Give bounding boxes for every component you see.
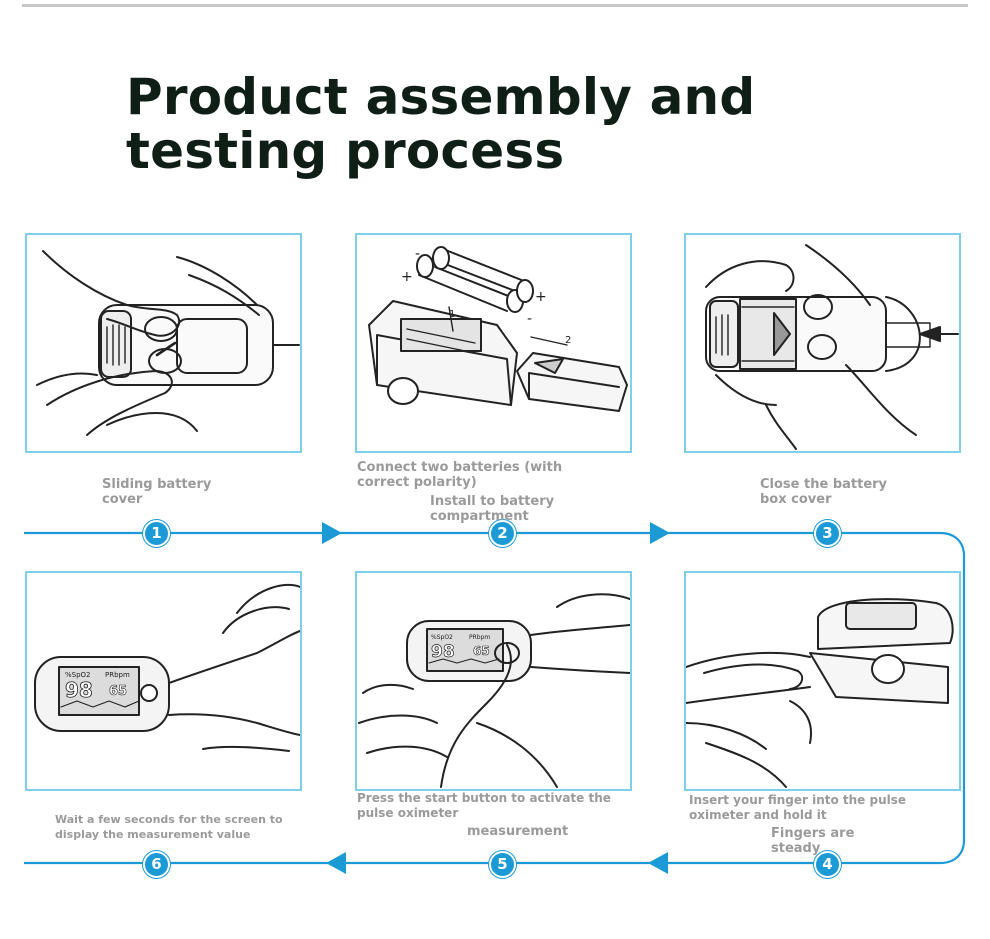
panel5-pr-value: 65 [473,644,490,658]
minus-bottom-label: - [527,311,532,327]
minus-top-label: - [415,246,420,262]
step-6-illustration: %SpO2 PRbpm 98 65 [25,571,302,791]
step-3-illustration [684,233,961,453]
step-1-illustration [25,233,302,453]
step-2-label: Install to battery compartment [430,494,555,524]
panel5-prbpm-label: PRbpm [469,634,490,641]
step-1-label: Sliding battery cover [102,477,212,507]
step-2-sublabel: Connect two batteries (with correct pola… [357,460,563,490]
step-6-label: Wait a few seconds for the screen to dis… [55,813,283,841]
step-5-label: measurement [467,824,569,839]
step-badge-2: 2 [489,520,516,547]
step-4-illustration [684,571,961,791]
display-prbpm-label: PRbpm [105,671,130,679]
arrow-left-1-icon [648,852,668,874]
part-2-label: 2 [565,335,571,346]
arrow-left-2-icon [326,852,346,874]
display-pr-value: 65 [109,684,127,699]
step-3-label: Close the battery box cover [760,477,888,507]
step-2-illustration: - + + - 1 2 [355,233,632,453]
step-badge-3: 3 [814,520,841,547]
panel5-spo2-label: %SpO2 [431,634,453,641]
panel5-spo2-value: 98 [431,642,455,662]
arrow-right-1-icon [322,522,342,544]
plus-left-label: + [401,269,413,285]
step-4-label: Fingers are steady [771,826,855,856]
plus-right-label: + [535,289,547,305]
display-spo2-label: %SpO2 [65,671,91,679]
page-title: Product assembly and testing process [126,68,756,180]
top-divider [22,4,968,7]
step-badge-5: 5 [489,851,516,878]
step-5-illustration: %SpO2 PRbpm 98 65 [355,571,632,791]
arrow-right-2-icon [650,522,670,544]
step-badge-1: 1 [143,520,170,547]
step-badge-6: 6 [143,851,170,878]
step-4-sublabel: Insert your finger into the pulse oximet… [689,793,907,822]
step-badge-4: 4 [814,851,841,878]
step-5-sublabel: Press the start button to activate the p… [357,791,611,820]
part-1-label: 1 [449,309,455,320]
display-spo2-value: 98 [65,678,93,702]
